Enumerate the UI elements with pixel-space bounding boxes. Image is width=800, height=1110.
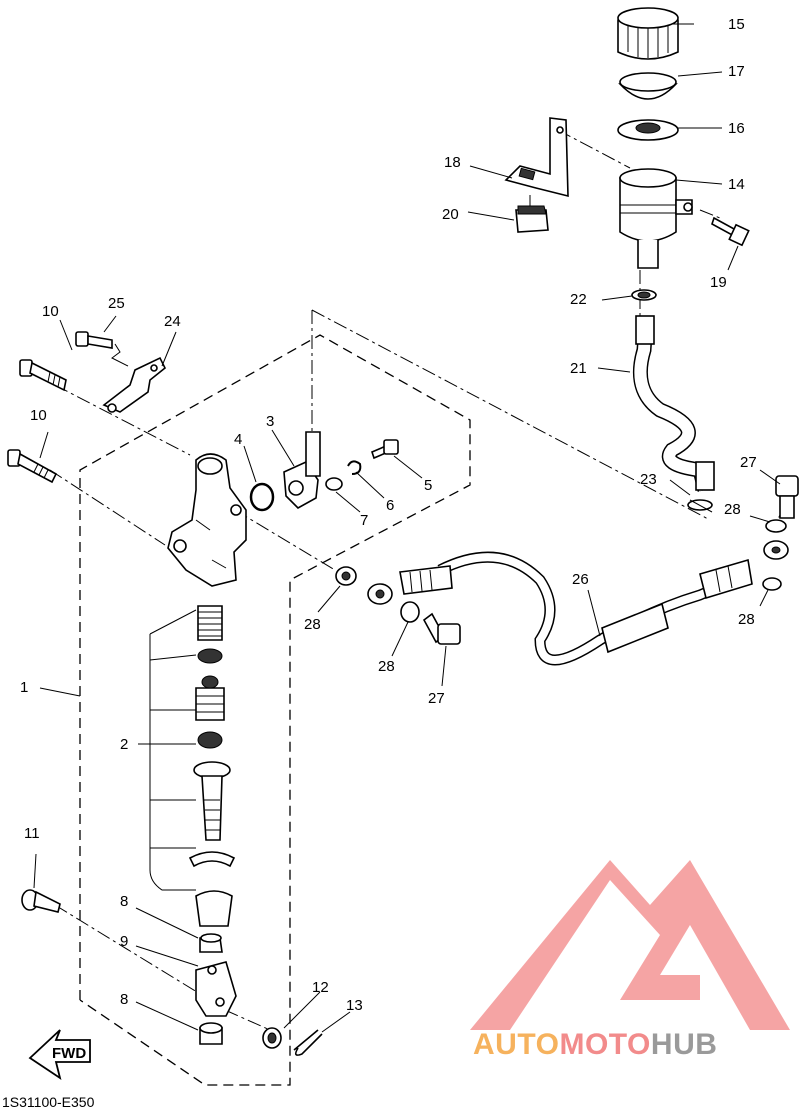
callout-4: 4 bbox=[234, 431, 242, 448]
joint-washer bbox=[325, 477, 343, 491]
bracket-bolt bbox=[75, 331, 129, 367]
reservoir-bolt bbox=[711, 216, 750, 247]
reservoir-cap bbox=[617, 7, 679, 60]
callout-3: 3 bbox=[266, 413, 274, 430]
callout-26: 26 bbox=[572, 571, 589, 588]
callout-10-upper: 10 bbox=[42, 303, 59, 320]
callout-labels: 1 2 3 4 5 6 7 8 8 9 10 10 11 12 13 14 15… bbox=[20, 16, 757, 1014]
copper-washer-4 bbox=[762, 577, 782, 591]
forward-arrow-icon: FWD bbox=[28, 1029, 91, 1081]
callout-27-left: 27 bbox=[428, 690, 445, 707]
callout-11: 11 bbox=[24, 825, 40, 842]
callout-22: 22 bbox=[570, 291, 587, 308]
watermark-word-moto: MOTO bbox=[559, 1028, 651, 1061]
reservoir-tank bbox=[619, 168, 693, 269]
locknut-lower bbox=[199, 1022, 223, 1045]
banjo-bolt-right bbox=[775, 475, 799, 519]
piston-kit bbox=[149, 605, 236, 927]
pin-washer-hole bbox=[267, 1032, 277, 1044]
callout-25: 25 bbox=[108, 295, 125, 312]
copper-washer-1-hole bbox=[341, 571, 351, 581]
copper-washer-2 bbox=[400, 601, 420, 623]
reservoir-bracket bbox=[504, 117, 569, 198]
o-ring bbox=[249, 482, 275, 512]
copper-washer-3 bbox=[765, 519, 787, 533]
diagram-code: 1S31100-E350 bbox=[2, 1094, 95, 1110]
diaphragm-plate bbox=[618, 72, 678, 100]
hose-clip-lower bbox=[687, 499, 713, 513]
callout-14: 14 bbox=[728, 176, 745, 193]
reference-lines bbox=[49, 129, 786, 1031]
mounting-bolt-upper bbox=[19, 359, 67, 392]
callout-28-c: 28 bbox=[724, 501, 741, 518]
callout-18: 18 bbox=[444, 154, 461, 171]
callout-9: 9 bbox=[120, 933, 128, 950]
leader-lines bbox=[33, 23, 781, 1033]
fwd-label: FWD bbox=[52, 1045, 86, 1062]
cotter-pin bbox=[293, 1029, 323, 1056]
locknut-upper bbox=[199, 933, 223, 953]
callout-15: 15 bbox=[728, 16, 745, 33]
watermark-text: AUTOMOTOHUB bbox=[473, 1028, 717, 1062]
master-cylinder-body bbox=[167, 453, 247, 587]
hose-clip-upper bbox=[631, 289, 657, 301]
watermark-word-hub: HUB bbox=[650, 1028, 718, 1061]
callout-24: 24 bbox=[164, 313, 181, 330]
callout-23: 23 bbox=[640, 471, 657, 488]
callout-10-lower: 10 bbox=[30, 407, 47, 424]
callout-13: 13 bbox=[346, 997, 363, 1014]
watermark-word-auto: AUTO bbox=[473, 1028, 560, 1061]
reservoir-hose bbox=[632, 315, 715, 492]
callout-1: 1 bbox=[20, 679, 28, 696]
watermark-logo-icon bbox=[470, 860, 790, 1030]
callout-28-d: 28 bbox=[738, 611, 755, 628]
callout-7: 7 bbox=[360, 512, 368, 529]
diaphragm bbox=[617, 119, 679, 141]
brake-hose bbox=[367, 540, 789, 666]
callout-28-b: 28 bbox=[378, 658, 395, 675]
joint-circlip bbox=[347, 460, 362, 475]
callout-19: 19 bbox=[710, 274, 727, 291]
clevis-pin bbox=[21, 889, 61, 913]
callout-8-upper: 8 bbox=[120, 893, 128, 910]
callout-28-a: 28 bbox=[304, 616, 321, 633]
hose-guide-bracket bbox=[102, 356, 167, 413]
callout-21: 21 bbox=[570, 360, 587, 377]
hose-joint bbox=[283, 431, 321, 509]
banjo-bolt-left bbox=[422, 612, 461, 645]
callout-17: 17 bbox=[728, 63, 745, 80]
callout-5: 5 bbox=[424, 477, 432, 494]
mounting-bolt-lower bbox=[7, 449, 58, 484]
damper bbox=[515, 205, 549, 233]
joint-screw bbox=[371, 439, 399, 460]
callout-6: 6 bbox=[386, 497, 394, 514]
callout-2: 2 bbox=[120, 736, 128, 753]
callout-27-right: 27 bbox=[740, 454, 757, 471]
assembly-boundary bbox=[79, 334, 471, 1086]
callout-12: 12 bbox=[312, 979, 329, 996]
callout-20: 20 bbox=[442, 206, 459, 223]
clevis bbox=[195, 961, 237, 1017]
callout-8-lower: 8 bbox=[120, 991, 128, 1008]
callout-16: 16 bbox=[728, 120, 745, 137]
